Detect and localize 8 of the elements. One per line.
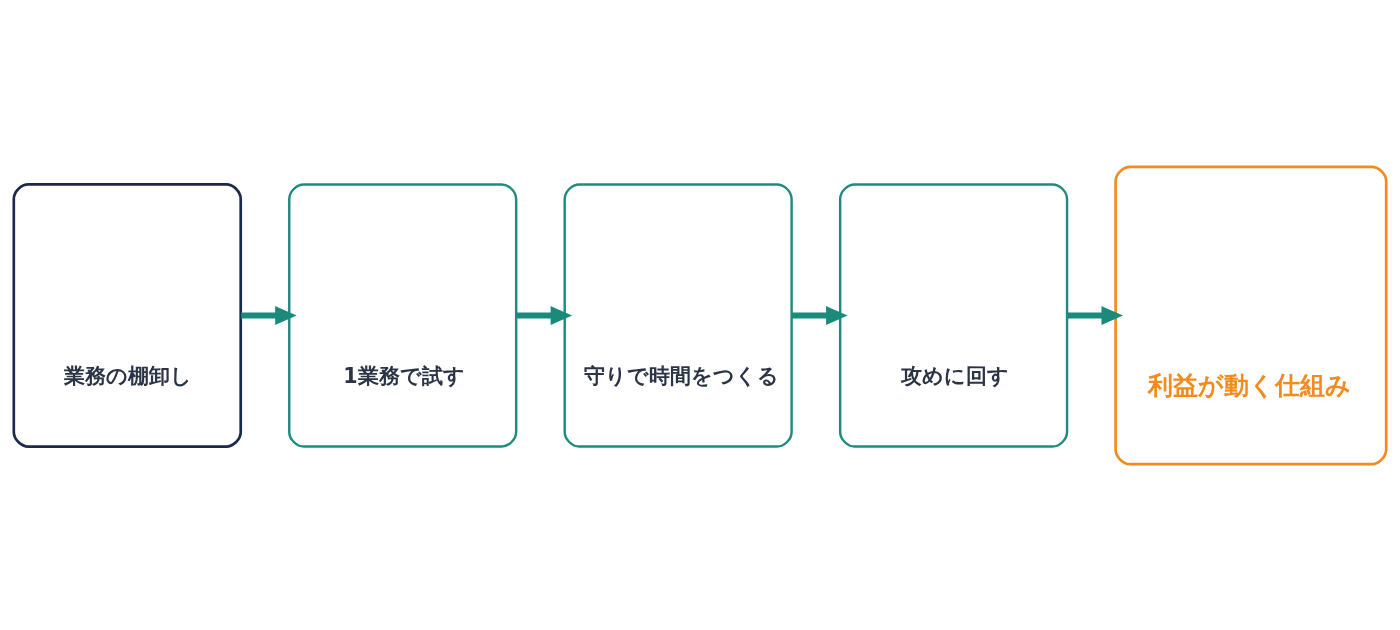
arrow bbox=[241, 305, 297, 325]
node-box: 攻めに回す bbox=[838, 182, 1069, 448]
arrow bbox=[1067, 305, 1123, 325]
node-box: 守りで時間をつくる bbox=[563, 182, 793, 448]
node-box: 利益が動く仕組み bbox=[1114, 165, 1388, 465]
node-box: 業務の棚卸し bbox=[12, 182, 243, 448]
arrow bbox=[516, 305, 573, 325]
node-box: 1業務で試す bbox=[288, 182, 518, 448]
